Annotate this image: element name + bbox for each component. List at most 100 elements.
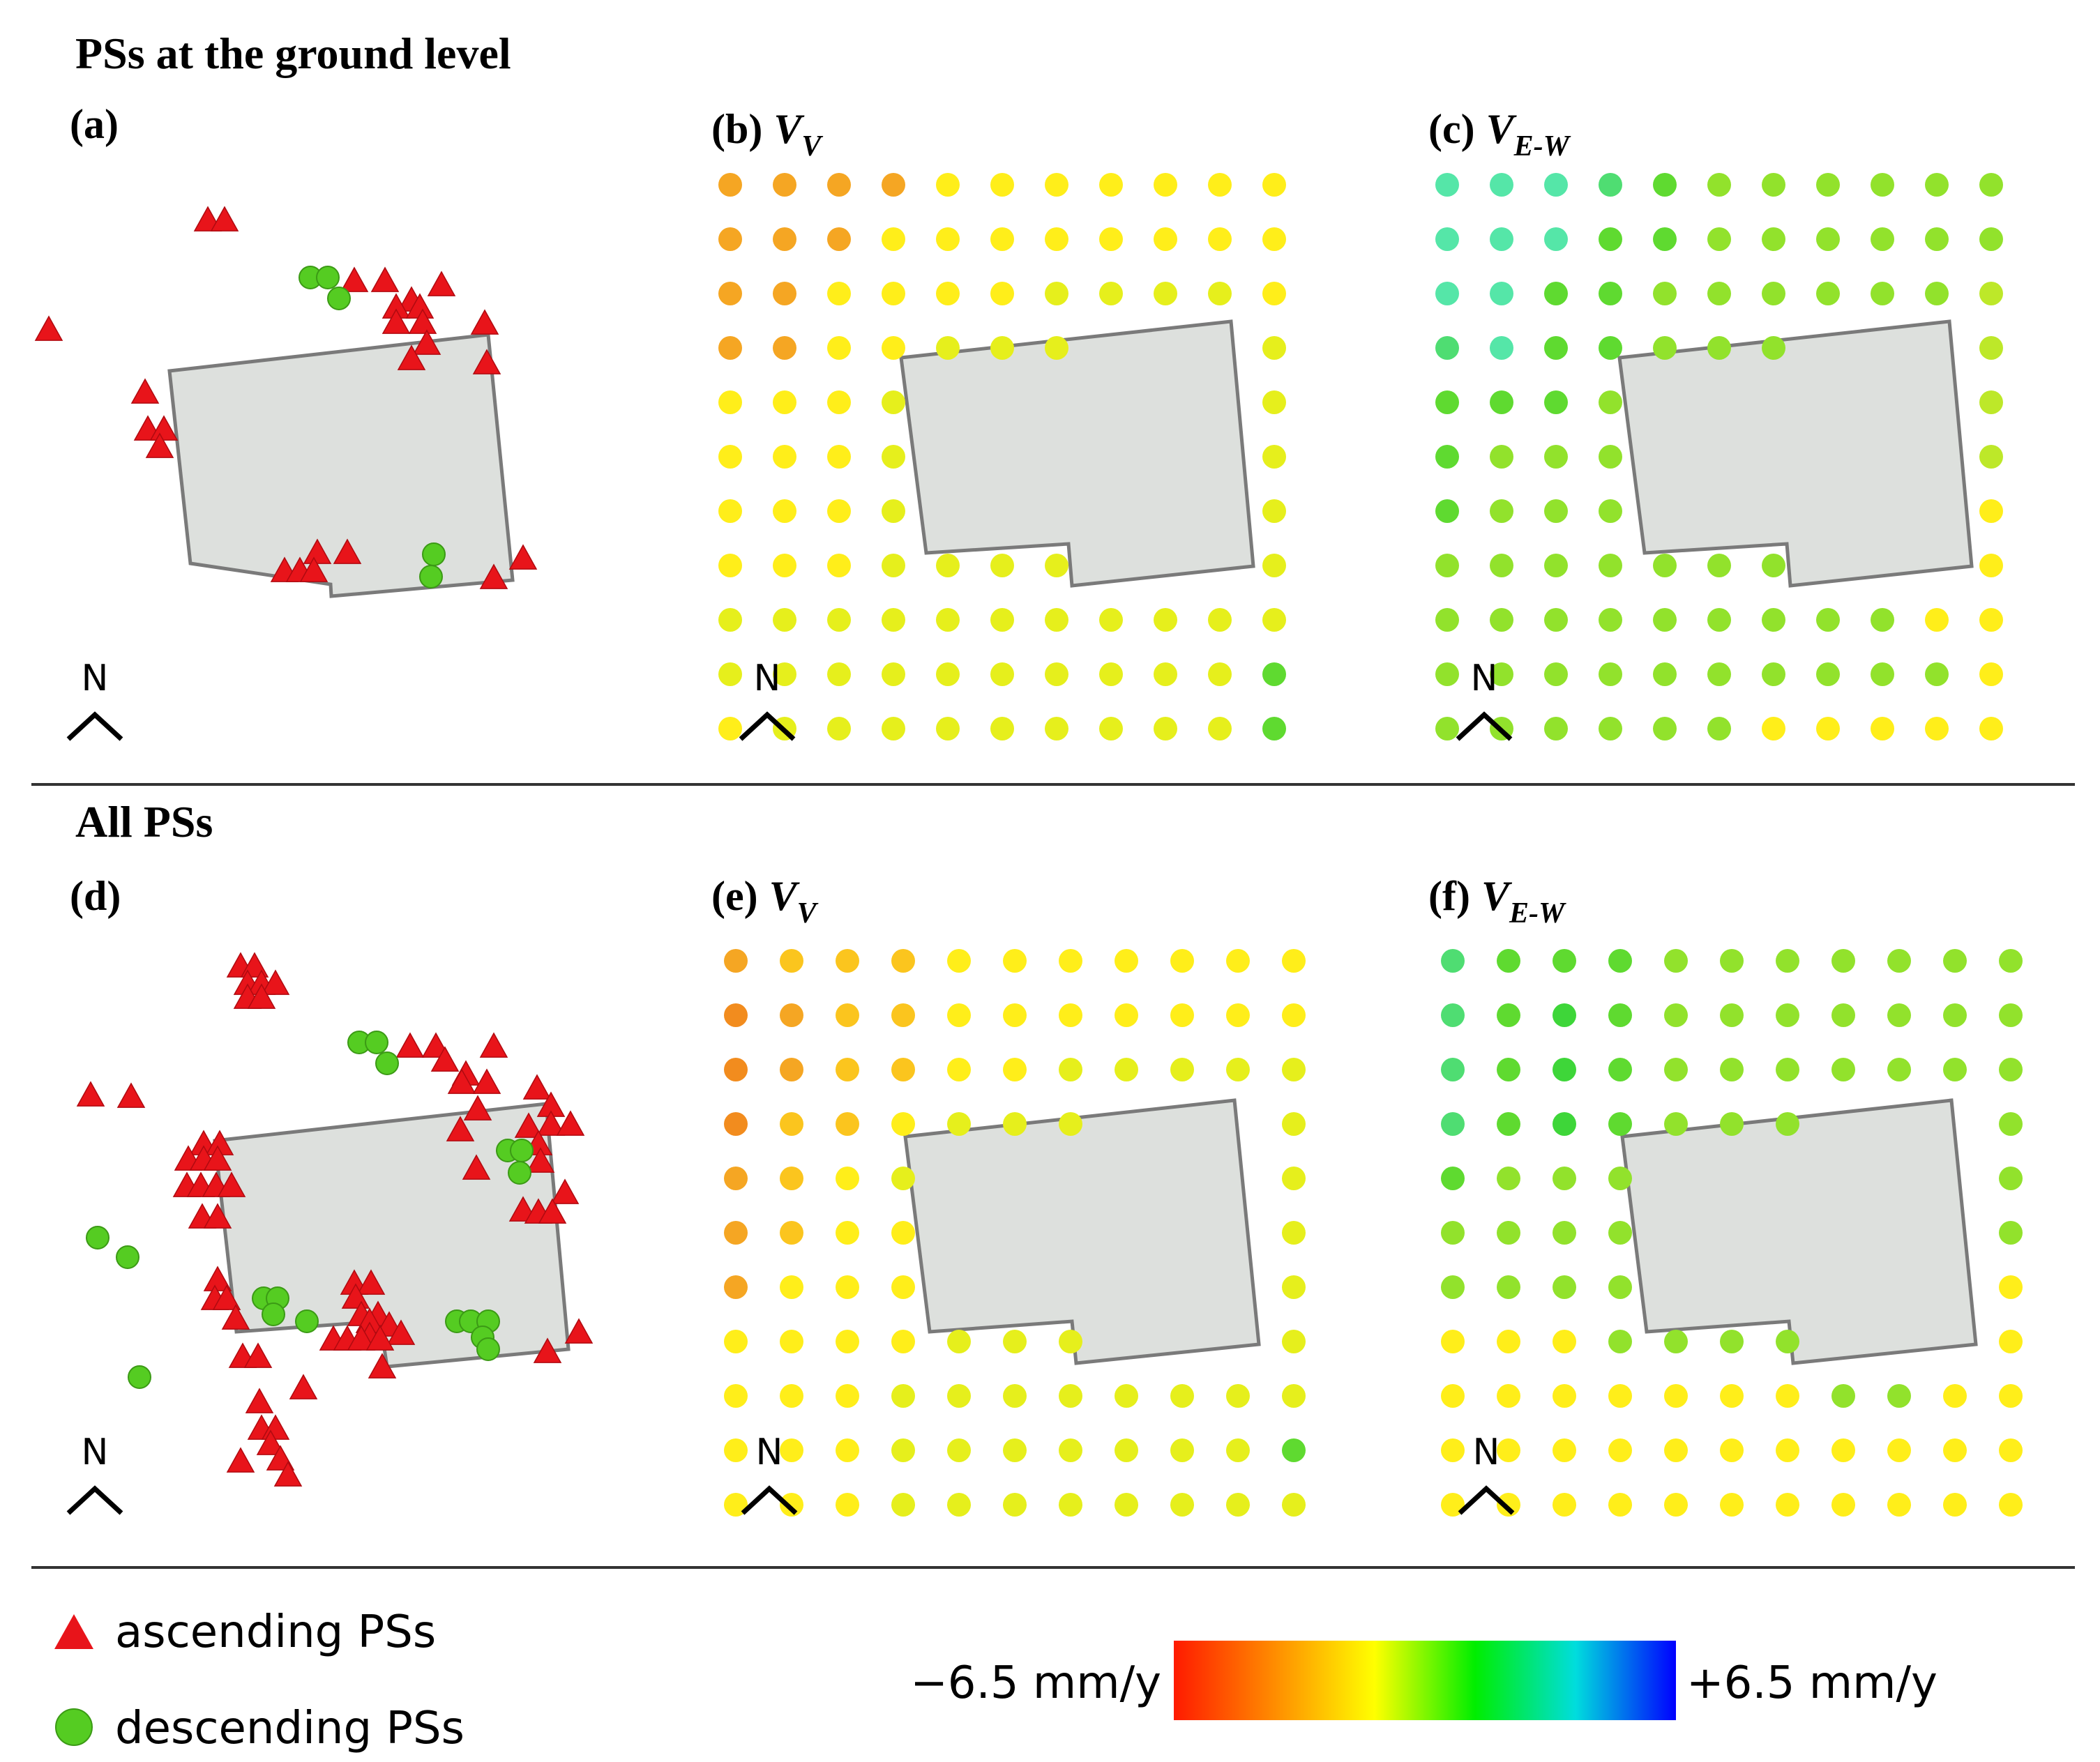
velocity-ps-marker [1544, 445, 1568, 469]
ascending-ps-marker [479, 563, 508, 589]
velocity-ps-marker [1282, 1275, 1306, 1299]
velocity-ps-marker [1553, 1275, 1576, 1299]
velocity-ps-marker [1226, 1493, 1250, 1517]
velocity-ps-marker [1925, 608, 1949, 632]
velocity-ps-marker [1115, 949, 1138, 973]
descending-ps-marker [375, 1051, 399, 1075]
velocity-ps-marker [947, 1438, 971, 1462]
panel-e-label: (e)VV [711, 873, 819, 929]
velocity-ps-marker [836, 1275, 859, 1299]
velocity-ps-marker [1497, 1058, 1520, 1081]
ascending-ps-marker [533, 1337, 562, 1363]
velocity-ps-marker [1262, 662, 1286, 686]
velocity-ps-marker [947, 1384, 971, 1408]
descending-ps-marker [508, 1161, 531, 1185]
velocity-ps-marker [1003, 1003, 1027, 1027]
velocity-ps-marker [1720, 1384, 1744, 1408]
descending-ps-marker [419, 565, 443, 588]
velocity-ps-marker [1099, 717, 1123, 741]
velocity-ps-marker [1170, 1438, 1194, 1462]
ascending-ps-marker [341, 1283, 370, 1309]
velocity-ps-marker [1435, 554, 1459, 577]
north-label: N [82, 1431, 109, 1473]
velocity-ps-marker [1943, 1058, 1967, 1081]
velocity-ps-marker [1497, 1003, 1520, 1027]
legend-ascending-marker-icon [54, 1614, 93, 1649]
velocity-ps-marker [1441, 1221, 1465, 1245]
velocity-ps-marker [1664, 1384, 1688, 1408]
velocity-ps-marker [1871, 662, 1894, 686]
velocity-ps-marker [1653, 662, 1677, 686]
velocity-ps-marker [1282, 1221, 1306, 1245]
velocity-ps-marker [1599, 499, 1622, 523]
velocity-ps-marker [1925, 662, 1949, 686]
velocity-ps-marker [1544, 554, 1568, 577]
legend-descending-marker-icon [55, 1708, 93, 1746]
velocity-ps-marker [724, 1384, 748, 1408]
velocity-ps-marker [882, 608, 905, 632]
velocity-ps-marker [1170, 949, 1194, 973]
velocity-ps-marker [780, 1493, 803, 1517]
velocity-ps-marker [718, 717, 742, 741]
descending-ps-marker [262, 1302, 285, 1326]
velocity-ps-marker [1979, 499, 2003, 523]
velocity-ps-marker [1608, 1003, 1632, 1027]
velocity-ps-marker [1059, 1112, 1082, 1136]
velocity-ps-marker [1599, 554, 1622, 577]
velocity-ps-marker [1608, 1330, 1632, 1353]
velocity-ps-marker [891, 1330, 915, 1353]
velocity-ps-marker [1154, 173, 1177, 197]
velocity-ps-marker [1435, 608, 1459, 632]
velocity-ps-marker [1599, 282, 1622, 305]
velocity-ps-marker [891, 1275, 915, 1299]
velocity-ps-marker [1776, 1003, 1799, 1027]
bottom-section-title: All PSs [75, 797, 213, 846]
velocity-ps-marker [1497, 1112, 1520, 1136]
velocity-ps-marker [1553, 949, 1576, 973]
velocity-ps-marker [724, 1330, 748, 1353]
velocity-ps-marker [780, 1003, 803, 1027]
velocity-ps-marker [1490, 499, 1513, 523]
velocity-ps-marker [780, 1384, 803, 1408]
descending-ps-marker [422, 542, 446, 566]
velocity-ps-marker [1831, 1003, 1855, 1027]
ascending-ps-marker [522, 1074, 552, 1100]
ascending-ps-marker [526, 1147, 555, 1173]
velocity-ps-marker [1762, 336, 1785, 360]
north-arrow-icon [66, 711, 123, 741]
velocity-ps-marker [1441, 1438, 1465, 1462]
velocity-ps-marker [1608, 1167, 1632, 1190]
ascending-ps-marker [76, 1081, 105, 1107]
velocity-ps-marker [1707, 336, 1731, 360]
velocity-ps-marker [718, 662, 742, 686]
velocity-ps-marker [773, 227, 796, 251]
velocity-ps-marker [1115, 1493, 1138, 1517]
velocity-ps-marker [1599, 336, 1622, 360]
velocity-ps-marker [1262, 173, 1286, 197]
velocity-ps-marker [780, 949, 803, 973]
velocity-ps-marker [1045, 336, 1068, 360]
velocity-ps-marker [1664, 1058, 1688, 1081]
velocity-ps-marker [780, 1221, 803, 1245]
velocity-ps-marker [1115, 1003, 1138, 1027]
ascending-ps-marker [427, 271, 456, 296]
ascending-ps-marker [203, 1203, 232, 1229]
velocity-ps-marker [1762, 554, 1785, 577]
velocity-ps-marker [1045, 282, 1068, 305]
panel-c-vew-grid: N [1435, 173, 2003, 741]
velocity-ps-marker [724, 1275, 748, 1299]
velocity-ps-marker [1887, 949, 1911, 973]
velocity-ps-marker [1208, 662, 1232, 686]
velocity-ps-marker [1154, 282, 1177, 305]
ascending-ps-marker [245, 1388, 274, 1413]
velocity-ps-marker [724, 1167, 748, 1190]
ascending-ps-marker [472, 1068, 501, 1094]
ascending-ps-marker [368, 1353, 397, 1379]
velocity-ps-marker [1831, 1493, 1855, 1517]
velocity-ps-marker [1599, 662, 1622, 686]
velocity-ps-marker [882, 336, 905, 360]
velocity-ps-marker [1887, 1384, 1911, 1408]
velocity-ps-marker [1282, 1330, 1306, 1353]
velocity-ps-marker [827, 390, 851, 414]
panel-b-label: (b)VV [711, 106, 823, 162]
